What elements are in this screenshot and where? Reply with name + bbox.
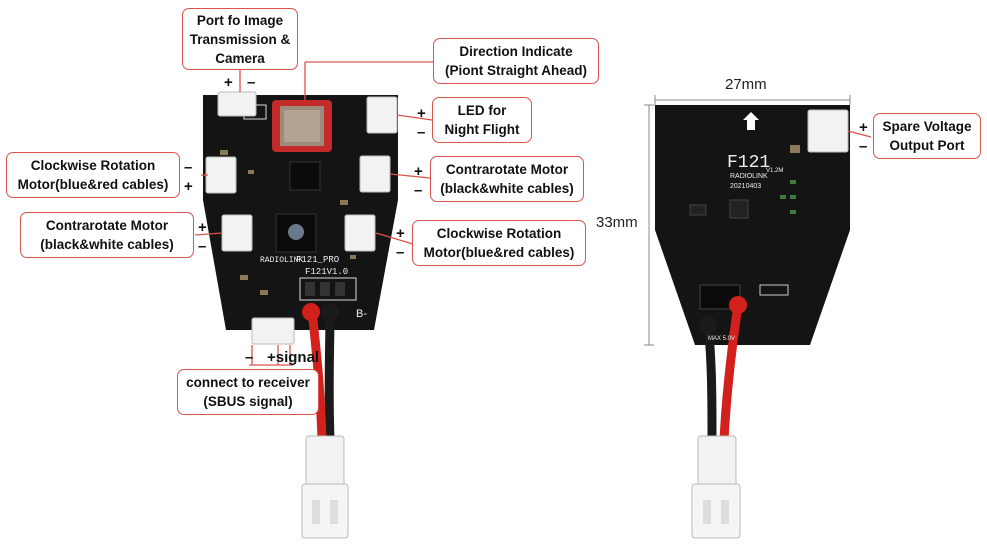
dimension-lines <box>644 95 851 346</box>
callout-line: LED for <box>457 103 507 118</box>
front-model-text: F121_PRO <box>296 255 339 265</box>
callout-cw-motor-right: Clockwise Rotation Motor(blue&red cables… <box>412 220 586 266</box>
callout-led: LED for Night Flight <box>432 97 532 143</box>
minus-cw-right: – <box>396 244 405 261</box>
leader-lines <box>194 61 872 366</box>
back-plug <box>691 435 741 539</box>
front-pcb <box>203 95 398 330</box>
dimension-width: 27mm <box>725 76 767 93</box>
minus-image-port: – <box>247 74 256 91</box>
callout-line: Clockwise Rotation <box>436 226 562 241</box>
callout-line: Camera <box>215 50 265 66</box>
callout-direction: Direction Indicate (Piont Straight Ahead… <box>433 38 599 84</box>
back-connector <box>807 109 849 153</box>
plus-ccw-left: + <box>198 219 207 236</box>
back-date-text: 20210403 <box>730 183 761 190</box>
plus-cw-right: + <box>396 225 405 242</box>
plus-spare: + <box>859 119 868 136</box>
callout-line: (Piont Straight Ahead) <box>445 63 587 78</box>
minus-led: – <box>417 124 426 141</box>
callout-line: connect to receiver <box>186 375 310 390</box>
callout-line: Transmission & <box>189 31 291 47</box>
callout-line: Output Port <box>889 138 965 153</box>
minus-cw-left: – <box>184 159 193 176</box>
minus-spare: – <box>859 138 868 155</box>
back-model-text: F121 <box>727 153 770 173</box>
minus-ccw-right: – <box>414 182 423 199</box>
plus-image-port: + <box>224 74 233 91</box>
front-wires <box>302 303 339 441</box>
callout-line: Motor(blue&red cables) <box>17 177 169 192</box>
front-plug <box>301 435 349 539</box>
front-brand-text: RADIOLINK <box>260 256 303 265</box>
back-brand-text: RADIOLINK <box>730 173 768 180</box>
callout-line: Clockwise Rotation <box>30 158 156 173</box>
callout-line: Contrarotate Motor <box>45 218 169 233</box>
callout-line: (SBUS signal) <box>203 394 293 409</box>
back-wires <box>699 296 747 441</box>
front-connectors <box>205 91 398 345</box>
callout-line: Spare Voltage <box>882 119 972 134</box>
callout-image-port: Port fo Image Transmission & Camera <box>182 8 298 70</box>
dimension-height: 33mm <box>596 214 638 231</box>
plus-ccw-right: + <box>414 163 423 180</box>
callout-line: Motor(blue&red cables) <box>423 245 575 260</box>
minus-receiver: – <box>245 349 254 366</box>
callout-receiver: connect to receiver (SBUS signal) <box>177 369 319 415</box>
signal-receiver: +signal <box>267 349 320 366</box>
plus-led: + <box>417 105 426 122</box>
callout-line: Port fo Image <box>196 12 284 28</box>
callout-ccw-motor-left: Contrarotate Motor (black&white cables) <box>20 212 194 258</box>
front-bminus-text: B- <box>356 308 367 320</box>
callout-line: Contrarotate Motor <box>445 162 569 177</box>
callout-line: Direction Indicate <box>459 44 573 59</box>
callout-spare-voltage: Spare Voltage Output Port <box>873 113 981 159</box>
back-version-text: V1.2M <box>766 168 783 174</box>
back-max-text: MAX 5.0V <box>708 336 735 342</box>
front-model2-text: F121V1.0 <box>305 267 348 277</box>
callout-line: Night Flight <box>444 122 520 137</box>
callout-ccw-motor-right: Contrarotate Motor (black&white cables) <box>430 156 584 202</box>
callout-cw-motor-left: Clockwise Rotation Motor(blue&red cables… <box>6 152 180 198</box>
plus-cw-left: + <box>184 178 193 195</box>
callout-line: (black&white cables) <box>40 237 174 252</box>
minus-ccw-left: – <box>198 238 207 255</box>
callout-line: (black&white cables) <box>440 181 574 196</box>
